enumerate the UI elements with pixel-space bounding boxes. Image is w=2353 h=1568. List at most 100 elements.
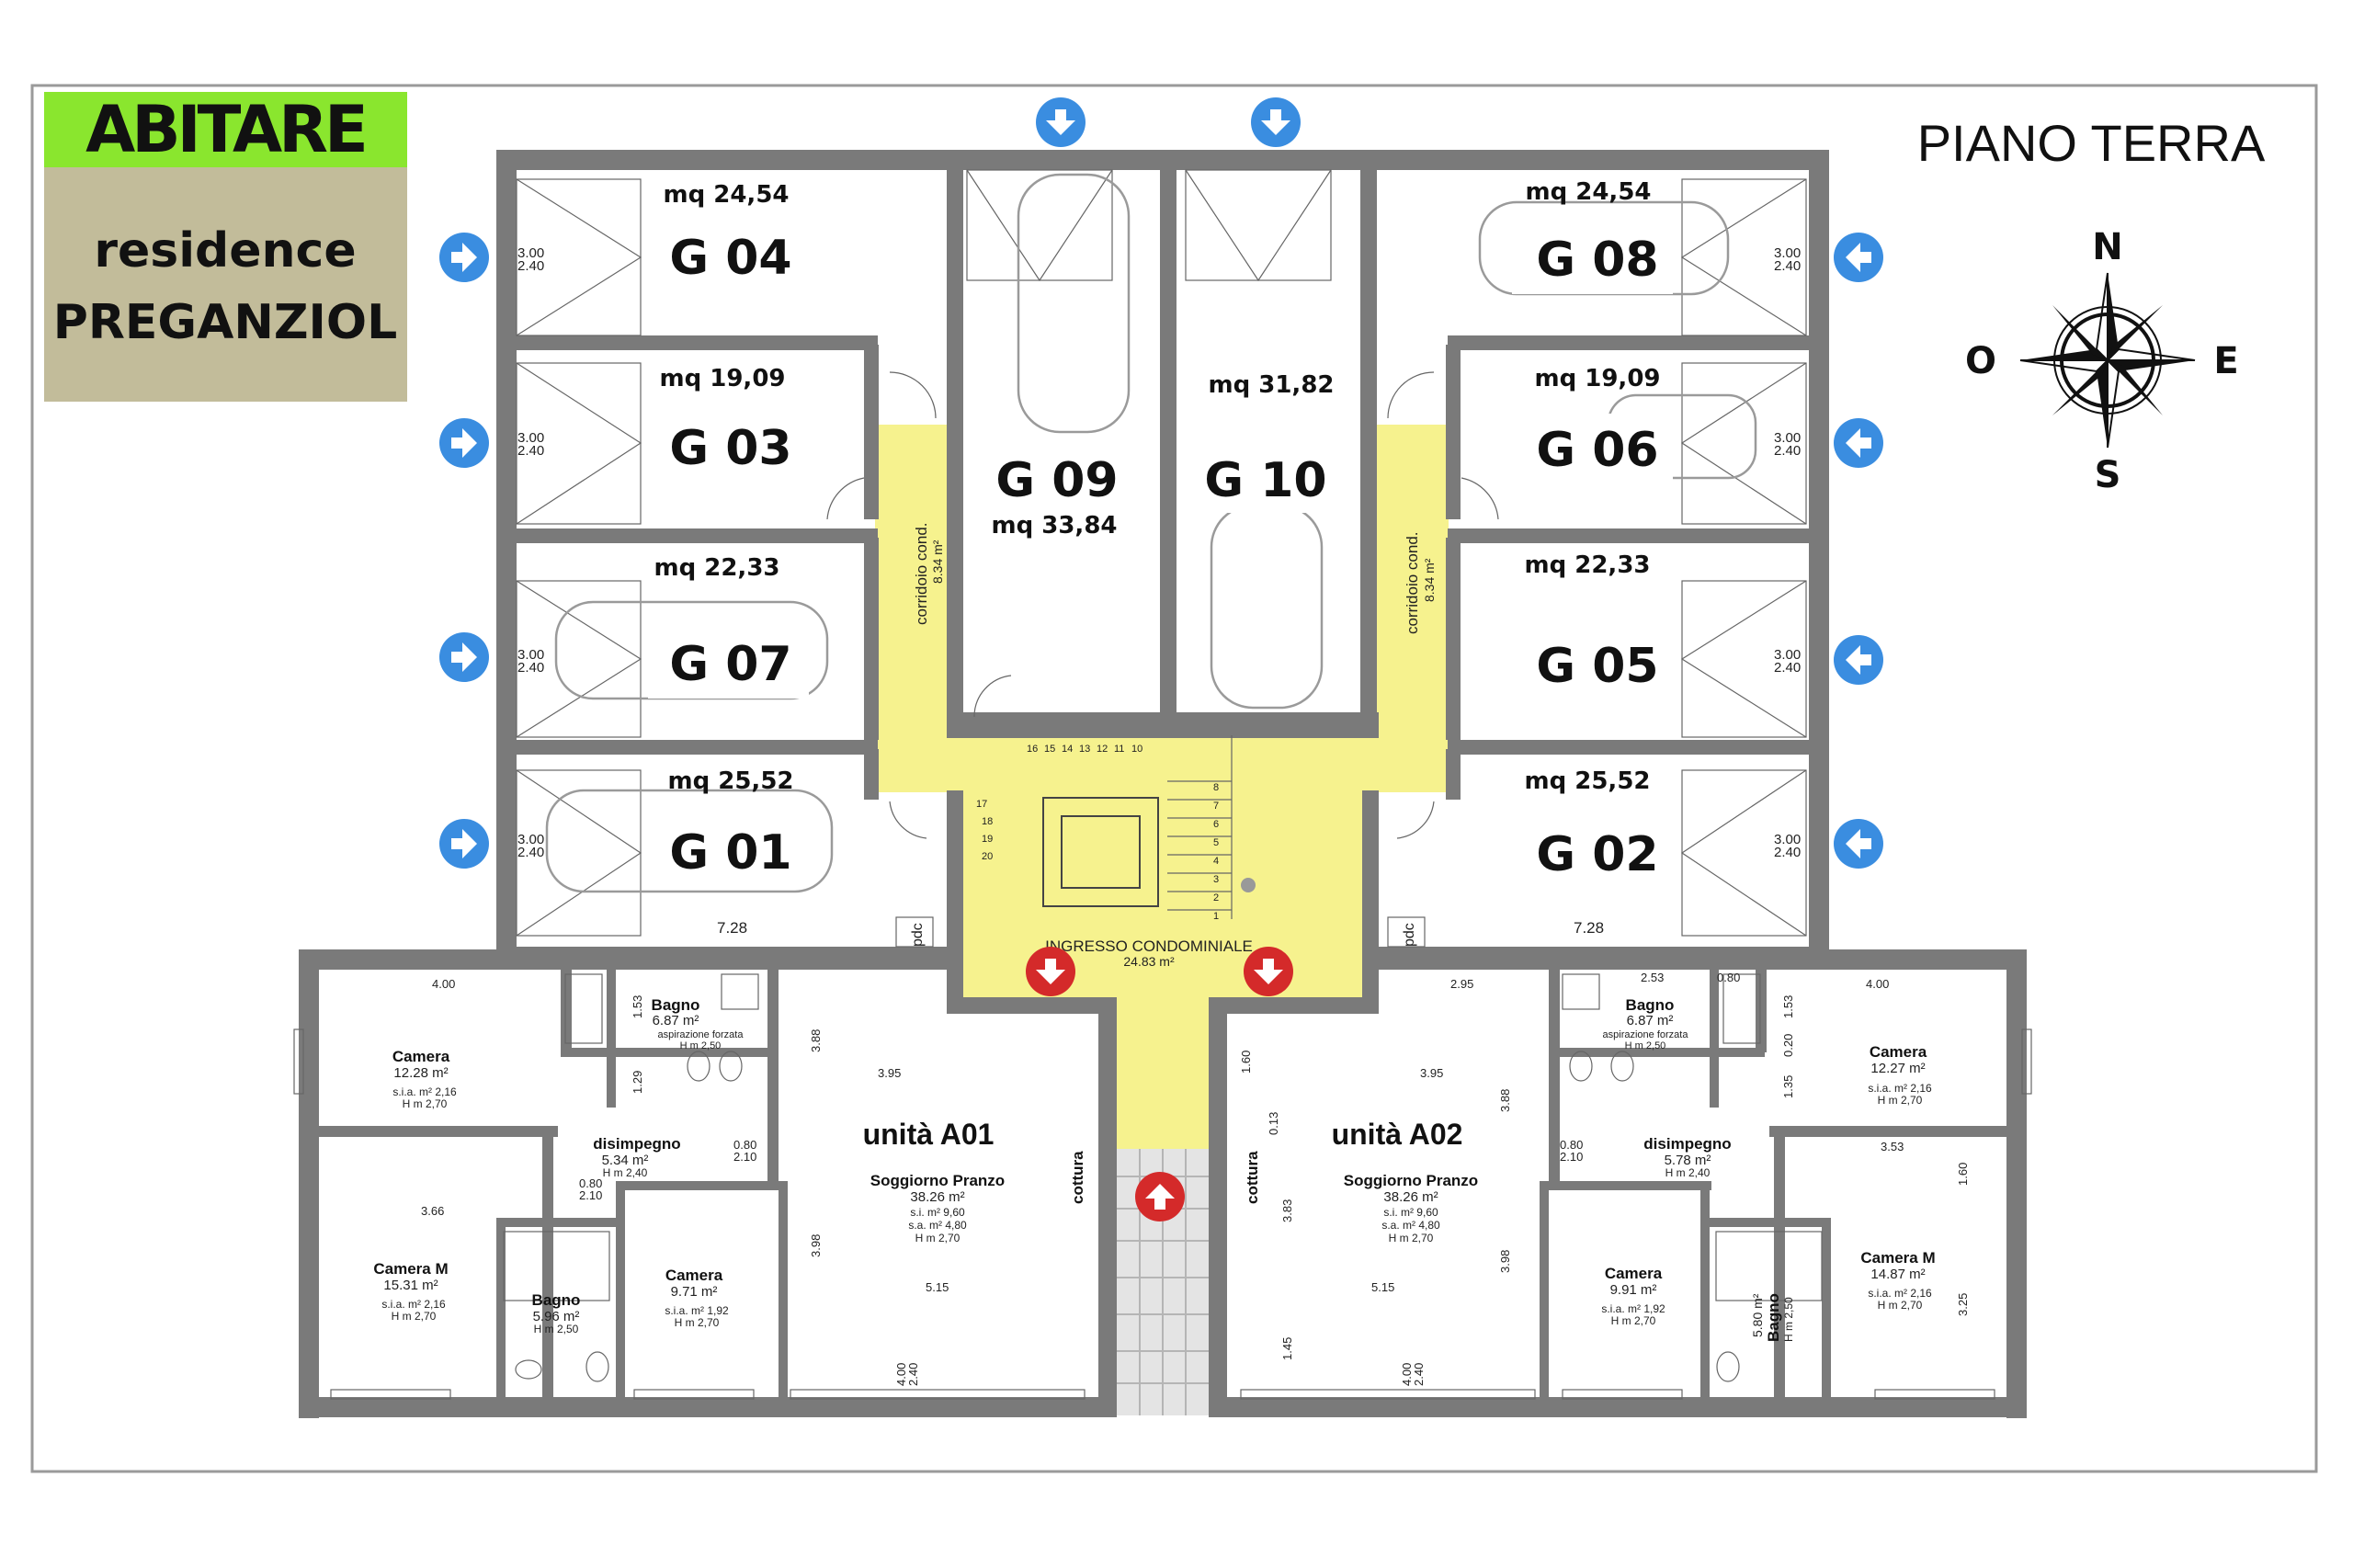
bathroom-fixtures [503, 973, 1823, 1382]
pdc-left: pdc [910, 923, 926, 947]
apartment-walls [299, 949, 2027, 1418]
svg-text:7.28: 7.28 [717, 919, 747, 937]
logo-line1: residence [94, 223, 356, 278]
svg-text:2.40: 2.40 [517, 845, 544, 860]
svg-text:2.95: 2.95 [1450, 977, 1473, 991]
g03-area: mq 19,09 [660, 365, 786, 392]
arrow-blue-left-icon [1834, 233, 1883, 282]
svg-text:3.00: 3.00 [1774, 245, 1801, 261]
svg-text:Bagno: Bagno [1626, 996, 1675, 1014]
stairs-lift [1042, 735, 1256, 919]
svg-text:0.13: 0.13 [1267, 1112, 1280, 1135]
logo-band [44, 92, 407, 167]
svg-text:1.29: 1.29 [631, 1071, 644, 1094]
g01-area: mq 25,52 [668, 767, 794, 795]
svg-text:3.00: 3.00 [517, 647, 544, 663]
svg-text:H m 2,50: H m 2,50 [1782, 1297, 1795, 1342]
svg-text:1.60: 1.60 [1956, 1163, 1970, 1186]
compass-rose [2019, 272, 2196, 449]
svg-text:4.00: 4.00 [432, 977, 455, 991]
svg-text:aspirazione forzata: aspirazione forzata [1603, 1029, 1689, 1040]
svg-text:Bagno: Bagno [532, 1291, 581, 1309]
entrance-area: 24.83 m² [1123, 954, 1175, 969]
svg-text:0.80: 0.80 [1560, 1138, 1583, 1152]
svg-text:8: 8 [1213, 782, 1219, 793]
arrow-red-up-icon [1135, 1172, 1185, 1221]
entrance-passage [1117, 997, 1209, 1149]
svg-text:2.10: 2.10 [1560, 1150, 1583, 1164]
svg-text:Camera M: Camera M [1860, 1249, 1935, 1267]
svg-text:2.40: 2.40 [1774, 258, 1801, 274]
svg-text:H m 2,70: H m 2,70 [1389, 1232, 1434, 1244]
arrow-red-down-icon [1244, 947, 1293, 996]
svg-text:4.00: 4.00 [894, 1363, 908, 1386]
svg-text:1.53: 1.53 [631, 995, 644, 1018]
svg-text:Soggiorno Pranzo: Soggiorno Pranzo [870, 1172, 1005, 1189]
svg-text:3.53: 3.53 [1881, 1140, 1904, 1153]
svg-text:5.15: 5.15 [926, 1280, 949, 1294]
svg-text:11: 11 [1114, 744, 1124, 755]
arrow-blue-right-icon [439, 819, 489, 869]
svg-text:H m 2,50: H m 2,50 [1625, 1040, 1666, 1051]
corridor-right [1377, 425, 1449, 792]
svg-text:3.88: 3.88 [1498, 1089, 1512, 1112]
g10-label: G 10 [1204, 453, 1326, 508]
svg-text:3.88: 3.88 [809, 1029, 823, 1052]
svg-text:14: 14 [1062, 744, 1073, 755]
corridor-doors [826, 371, 1499, 839]
svg-text:5.78 m²: 5.78 m² [1665, 1153, 1711, 1168]
svg-text:0.20: 0.20 [1781, 1034, 1795, 1057]
windows [293, 1028, 2032, 1400]
svg-text:9.91 m²: 9.91 m² [1610, 1282, 1657, 1298]
svg-text:2.40: 2.40 [1774, 660, 1801, 676]
svg-text:cottura: cottura [1069, 1151, 1086, 1204]
svg-text:15: 15 [1044, 744, 1055, 755]
svg-text:2.40: 2.40 [517, 258, 544, 274]
g04-label: G 04 [669, 231, 791, 286]
arrow-blue-right-icon [439, 418, 489, 468]
svg-text:H m 2,40: H m 2,40 [603, 1166, 648, 1179]
svg-text:19: 19 [982, 834, 993, 845]
corridor-left-name: corridoio cond. [913, 522, 930, 625]
arrow-blue-left-icon [1834, 635, 1883, 685]
access-arrows [439, 97, 1883, 1221]
svg-text:4: 4 [1213, 856, 1219, 867]
svg-text:s.i. m² 9,60: s.i. m² 9,60 [910, 1206, 965, 1219]
svg-text:Camera: Camera [392, 1048, 450, 1065]
svg-text:s.i.a. m² 2,16: s.i.a. m² 2,16 [1868, 1082, 1932, 1095]
pdc-right: pdc [1402, 923, 1417, 947]
corridor-labels: corridoio cond. 8.34 m² corridoio cond. … [913, 522, 1437, 634]
arrow-blue-left-icon [1834, 418, 1883, 468]
g08-label: G 08 [1536, 233, 1658, 288]
g06-area: mq 19,09 [1535, 365, 1661, 392]
svg-text:H m 2,70: H m 2,70 [915, 1232, 961, 1244]
svg-text:12.27 m²: 12.27 m² [1870, 1061, 1925, 1076]
svg-text:H m 2,70: H m 2,70 [1878, 1094, 1923, 1107]
svg-text:2.40: 2.40 [1774, 443, 1801, 459]
svg-text:16: 16 [1027, 744, 1038, 755]
compass-e: E [2213, 340, 2238, 382]
g08-area: mq 24,54 [1526, 178, 1652, 206]
svg-text:2.40: 2.40 [906, 1363, 920, 1386]
floor-title: PIANO TERRA [1917, 114, 2266, 172]
svg-text:38.26 m²: 38.26 m² [910, 1189, 964, 1205]
svg-text:H m 2,70: H m 2,70 [403, 1097, 448, 1110]
svg-text:3.95: 3.95 [878, 1066, 901, 1080]
logo-panel [44, 167, 407, 402]
svg-text:14.87 m²: 14.87 m² [1870, 1267, 1925, 1282]
svg-text:3: 3 [1213, 874, 1219, 885]
svg-text:Camera: Camera [1870, 1043, 1927, 1061]
svg-text:4.00: 4.00 [1866, 977, 1889, 991]
g10-area: mq 31,82 [1209, 371, 1335, 399]
svg-text:H m 2,50: H m 2,50 [534, 1323, 579, 1335]
svg-text:0.80: 0.80 [1717, 971, 1740, 984]
svg-text:3.00: 3.00 [517, 245, 544, 261]
compass-s: S [2095, 454, 2121, 496]
arrow-blue-down-icon [1036, 97, 1086, 147]
g07-area: mq 22,33 [654, 554, 780, 582]
compass-o: O [1965, 340, 1996, 382]
svg-text:1.53: 1.53 [1781, 995, 1795, 1018]
svg-text:2.40: 2.40 [517, 443, 544, 459]
logo-brand: ABITARE [85, 92, 365, 167]
compass-n: N [2092, 226, 2122, 268]
